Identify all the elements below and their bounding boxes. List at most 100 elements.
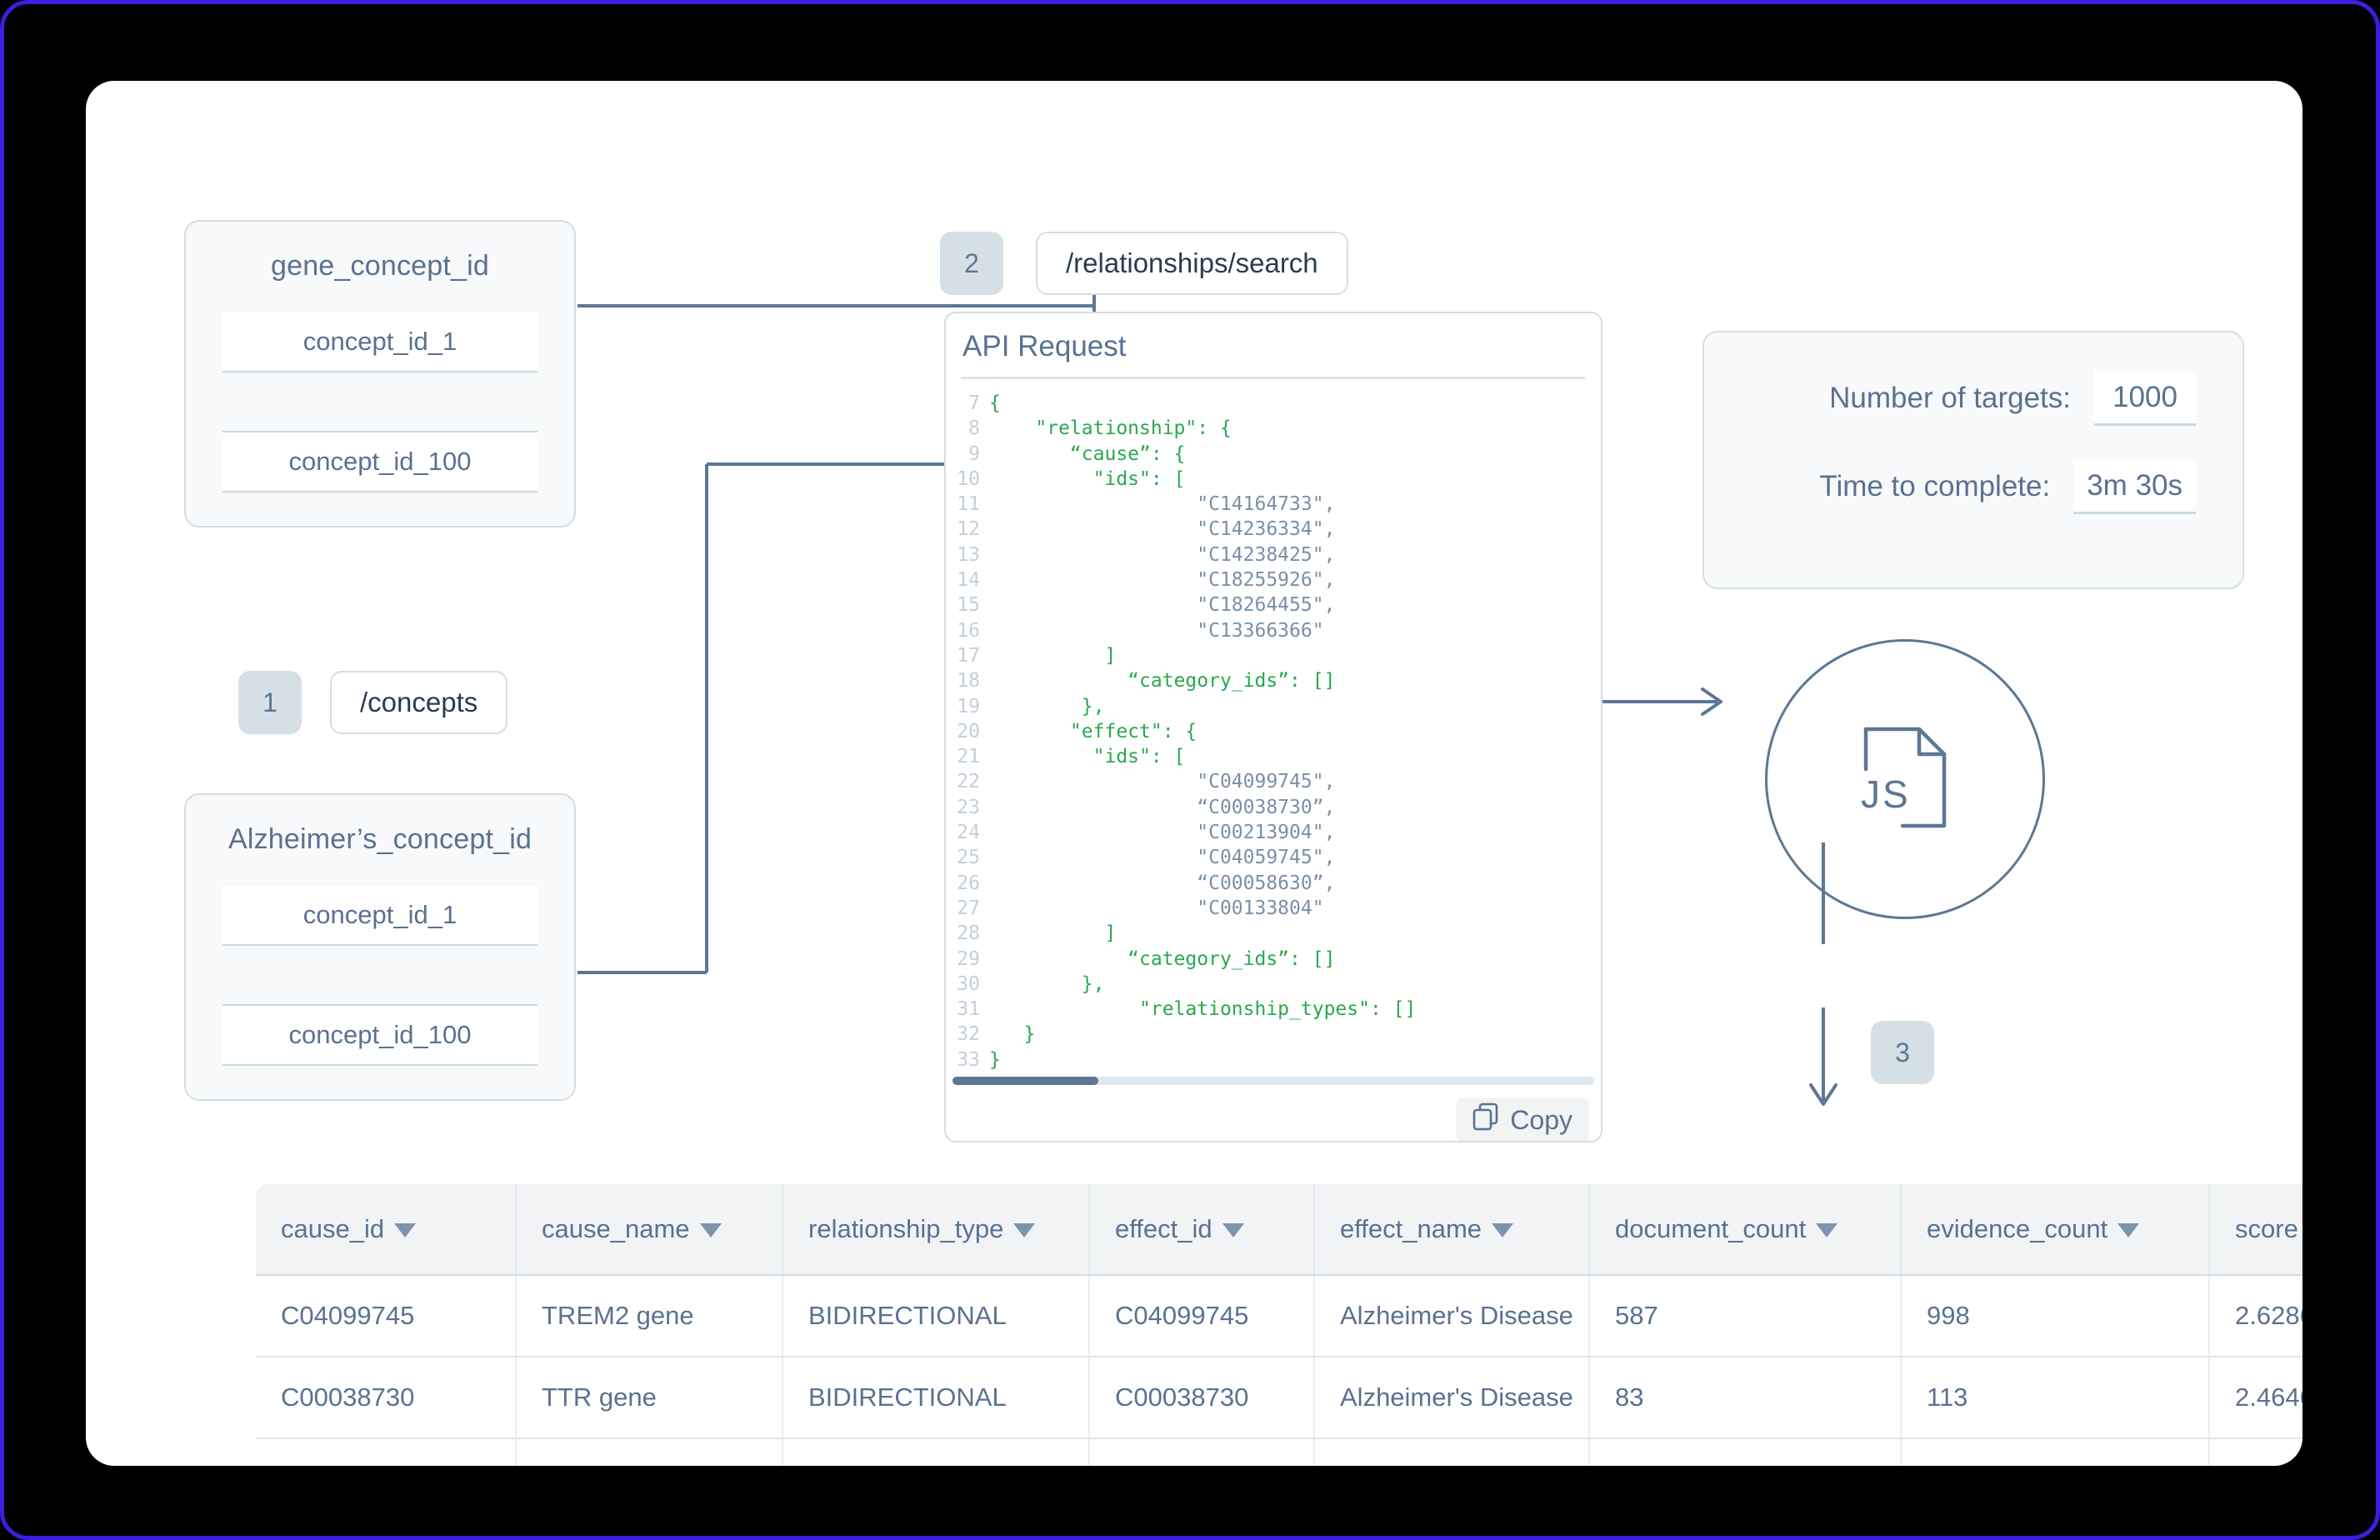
concept-row[interactable]: concept_id_100 xyxy=(222,432,538,492)
cell-cause-name: TREM2 gene xyxy=(516,1438,783,1466)
stats-panel: Number of targets: 1000 Time to complete… xyxy=(1702,331,2244,589)
code-line-text: “cause”: { xyxy=(989,442,1186,465)
code-line-number: 23 xyxy=(957,796,980,818)
cell-effect-name: Alzheimer's Disease xyxy=(1314,1438,1590,1466)
column-header-effect-name[interactable]: effect_name xyxy=(1314,1184,1590,1276)
header-label: effect_name xyxy=(1340,1214,1482,1243)
code-line-text: ] xyxy=(989,922,1117,945)
code-line-text: "C18264455", xyxy=(989,594,1336,617)
code-line-number: 25 xyxy=(957,847,980,869)
code-line: 17 ] xyxy=(946,643,1601,668)
column-header-cause-id[interactable]: cause_id xyxy=(256,1184,517,1276)
table-header-row: cause_id cause_name relationship_type ef… xyxy=(256,1184,2302,1276)
column-header-relationship-type[interactable]: relationship_type xyxy=(782,1184,1090,1276)
code-line: 27 "C00133804" xyxy=(946,896,1601,921)
code-line-text: ] xyxy=(989,644,1117,667)
cell-relationship-type: BIDIRECTIONAL xyxy=(782,1438,1090,1466)
copy-button[interactable]: Copy xyxy=(1456,1098,1589,1141)
api-request-panel: API Request 7{8 "relationship": {9 “caus… xyxy=(944,312,1602,1142)
cell-cause-id: C04099745 xyxy=(256,1275,517,1358)
code-line: 31 "relationship_types": [] xyxy=(946,997,1601,1022)
card-title: gene_concept_id xyxy=(270,250,489,282)
code-block[interactable]: 7{8 "relationship": {9 “cause”: {10 "ids… xyxy=(946,379,1601,1072)
code-line-number: 15 xyxy=(957,594,980,617)
code-line-text: “C00038730”, xyxy=(989,796,1336,818)
code-line: 16 "C13366366" xyxy=(946,618,1601,643)
table-row[interactable]: C00213904TREM2 geneBIDIRECTIONALC0021390… xyxy=(256,1438,2302,1466)
endpoint-pill-concepts[interactable]: /concepts xyxy=(330,671,508,734)
code-line-number: 12 xyxy=(957,518,980,541)
cell-relationship-type: BIDIRECTIONAL xyxy=(782,1357,1090,1439)
sort-caret-icon[interactable] xyxy=(1492,1223,1514,1238)
cell-effect-id: C04099745 xyxy=(1089,1275,1315,1358)
sort-caret-icon[interactable] xyxy=(699,1223,722,1238)
column-header-effect-id[interactable]: effect_id xyxy=(1089,1184,1315,1276)
cell-evidence-count: 113 xyxy=(1901,1357,2210,1439)
code-line: 13 "C14238425", xyxy=(946,542,1601,568)
concept-row[interactable]: concept_id_100 xyxy=(222,1006,538,1066)
cell-evidence-count: 75 xyxy=(1901,1438,2210,1466)
stat-label: Time to complete: xyxy=(1819,470,2051,502)
code-line-number: 17 xyxy=(957,644,980,667)
code-line-text: "C00133804" xyxy=(989,897,1324,919)
header-label: evidence_count xyxy=(1927,1214,2108,1243)
stat-label: Number of targets: xyxy=(1829,382,2071,414)
sort-caret-icon[interactable] xyxy=(2118,1223,2140,1238)
code-line-text: "ids": [ xyxy=(989,468,1186,490)
code-line-text: }, xyxy=(989,972,1105,995)
header-label: document_count xyxy=(1615,1214,1807,1243)
column-header-cause-name[interactable]: cause_name xyxy=(516,1184,783,1276)
code-line: 29 “category_ids”: [] xyxy=(946,947,1601,972)
code-line-text: "C13366366" xyxy=(989,619,1324,642)
cell-effect-name: Alzheimer's Disease xyxy=(1314,1357,1590,1439)
code-line: 7{ xyxy=(946,391,1601,416)
code-line-number: 18 xyxy=(957,670,980,692)
code-line-text: “category_ids”: [] xyxy=(989,948,1336,970)
endpoint-pill-relationships-search[interactable]: /relationships/search xyxy=(1036,232,1348,295)
code-line-number: 20 xyxy=(957,720,980,742)
code-line-number: 8 xyxy=(968,418,980,440)
divider xyxy=(961,377,1586,379)
concept-row[interactable]: concept_id_1 xyxy=(222,886,538,946)
code-line-number: 28 xyxy=(957,922,980,945)
code-line: 9 “cause”: { xyxy=(946,442,1601,467)
code-line-number: 19 xyxy=(957,695,980,718)
concept-row-ellipsis xyxy=(222,372,538,432)
sort-caret-icon[interactable] xyxy=(1013,1223,1036,1238)
sort-caret-icon[interactable] xyxy=(394,1223,417,1238)
cell-score: 2.62866 xyxy=(2209,1275,2302,1358)
column-header-score[interactable]: score xyxy=(2209,1184,2302,1276)
header-label: cause_name xyxy=(542,1214,690,1243)
stat-value: 3m 30s xyxy=(2073,459,2196,514)
code-line-number: 13 xyxy=(957,543,980,566)
code-line-number: 32 xyxy=(957,1023,980,1046)
code-line-text: "C18255926", xyxy=(989,569,1336,592)
svg-text:JS: JS xyxy=(1861,772,1911,816)
code-line-text: } xyxy=(989,1023,1036,1046)
code-line-text: "C14238425", xyxy=(989,543,1336,566)
concept-row-ellipsis xyxy=(222,946,538,1006)
code-line: 14 "C18255926", xyxy=(946,568,1601,592)
code-line-number: 26 xyxy=(957,872,980,894)
cell-score: 3.0203 xyxy=(2209,1438,2302,1466)
code-line-number: 9 xyxy=(968,442,980,465)
results-table: cause_id cause_name relationship_type ef… xyxy=(256,1184,2302,1466)
code-line-number: 30 xyxy=(957,972,980,995)
column-header-document-count[interactable]: document_count xyxy=(1589,1184,1902,1276)
sort-caret-icon[interactable] xyxy=(1222,1223,1244,1238)
cell-document-count: 75 xyxy=(1589,1438,1902,1466)
code-line: 25 "C04059745", xyxy=(946,845,1601,870)
scrollbar-thumb[interactable] xyxy=(952,1077,1098,1085)
code-line: 12 "C14236334", xyxy=(946,517,1601,542)
stat-value: 1000 xyxy=(2094,371,2196,426)
code-line: 19 }, xyxy=(946,694,1601,719)
column-header-evidence-count[interactable]: evidence_count xyxy=(1901,1184,2210,1276)
sort-caret-icon[interactable] xyxy=(1816,1223,1838,1238)
api-request-title: API Request xyxy=(962,330,1127,362)
concept-row[interactable]: concept_id_1 xyxy=(222,312,538,372)
code-horizontal-scrollbar[interactable] xyxy=(952,1077,1594,1085)
cell-relationship-type: BIDIRECTIONAL xyxy=(782,1275,1090,1358)
code-line-number: 11 xyxy=(957,493,980,516)
